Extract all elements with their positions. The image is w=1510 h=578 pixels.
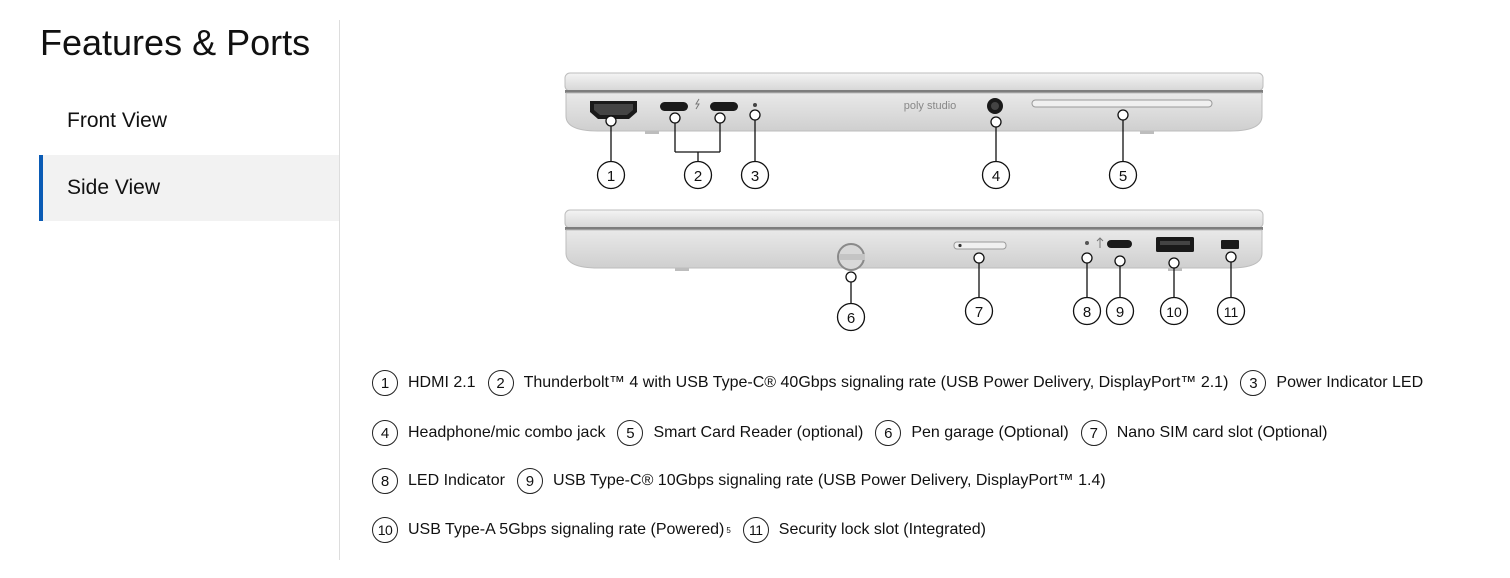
brand-text: poly studio [904, 100, 957, 112]
legend-label: Power Indicator LED [1276, 374, 1424, 391]
laptop-right-side: 6 7 8 9 10 11 [564, 209, 1264, 332]
legend-label: Nano SIM card slot (Optional) [1116, 424, 1328, 441]
legend-label: USB Type-A 5Gbps signaling rate (Powered… [408, 521, 725, 538]
legend-item: 4 Headphone/mic combo jack [372, 420, 605, 446]
legend-item: 7 Nano SIM card slot (Optional) [1080, 420, 1328, 446]
legend-label: HDMI 2.1 [408, 374, 476, 391]
sim-slot-icon [953, 241, 1007, 250]
usb-a-port-icon [1156, 237, 1194, 252]
legend-number: 9 [516, 468, 543, 494]
legend-row: 1 HDMI 2.1 2 Thunderbolt™ 4 with USB Typ… [372, 370, 1435, 396]
laptop-left-side: poly studio 1 2 3 [564, 72, 1264, 190]
legend-item: 3 Power Indicator LED [1240, 370, 1423, 396]
nav-item-side-view[interactable]: Side View [39, 155, 339, 221]
legend-item: 10 USB Type-A 5Gbps signaling rate (Powe… [372, 517, 731, 543]
ports-diagram: poly studio 1 2 3 [564, 72, 1264, 332]
legend-number: 2 [487, 370, 514, 396]
legend-number: 10 [372, 517, 398, 543]
legend-number: 6 [875, 420, 902, 446]
legend-number: 3 [1240, 370, 1267, 396]
legend-item: 11 Security lock slot (Integrated) [742, 517, 986, 543]
callout-number: 5 [1119, 168, 1127, 185]
callout-circles-bottom [836, 296, 1246, 332]
callout-circles-top [596, 160, 1138, 190]
legend-number: 4 [372, 420, 398, 446]
pen-garage-icon [837, 243, 865, 271]
legend-row: 10 USB Type-A 5Gbps signaling rate (Powe… [372, 517, 998, 543]
sidebar: Features & Ports Front View Side View [0, 0, 340, 578]
legend-label: Pen garage (Optional) [911, 424, 1069, 441]
callout-number: 11 [1224, 304, 1239, 320]
callout-number: 1 [607, 168, 615, 185]
footnote-marker: 5 [726, 525, 731, 535]
callout-number: 8 [1083, 304, 1091, 321]
page-title: Features & Ports [40, 22, 311, 63]
security-lock-slot-icon [1221, 240, 1239, 249]
legend-number: 8 [372, 468, 398, 494]
usb-symbol-icon [1096, 237, 1104, 248]
callout-number: 6 [847, 310, 855, 327]
legend-label: LED Indicator [408, 472, 505, 489]
legend-item: 6 Pen garage (Optional) [875, 420, 1069, 446]
legend-label: Security lock slot (Integrated) [778, 521, 986, 538]
legend-item: 5 Smart Card Reader (optional) [617, 420, 863, 446]
audio-jack-icon [987, 98, 1003, 114]
callout-number: 9 [1116, 304, 1124, 321]
legend-label: Headphone/mic combo jack [408, 424, 606, 441]
sidebar-divider [339, 20, 340, 560]
legend-number: 5 [617, 420, 644, 446]
callout-number: 3 [751, 168, 759, 185]
led-indicator-icon [1085, 241, 1089, 245]
callout-number: 4 [992, 168, 1000, 185]
legend-number: 11 [742, 517, 769, 543]
legend-item: 2 Thunderbolt™ 4 with USB Type-C® 40Gbps… [487, 370, 1229, 396]
legend-item: 1 HDMI 2.1 [372, 370, 476, 396]
hdmi-port-icon [590, 101, 637, 119]
power-led-icon [753, 103, 757, 107]
thunderbolt-port-icon [710, 102, 738, 111]
legend-number: 7 [1080, 420, 1107, 446]
legend-row: 8 LED Indicator 9 USB Type-C® 10Gbps sig… [372, 468, 1118, 494]
smart-card-slot-icon [1031, 99, 1213, 108]
legend-label: USB Type-C® 10Gbps signaling rate (USB P… [552, 472, 1106, 489]
thunderbolt-port-icon [660, 102, 688, 111]
thunderbolt-symbol-icon [695, 98, 700, 110]
legend-item: 8 LED Indicator [372, 468, 505, 494]
legend-row: 4 Headphone/mic combo jack 5 Smart Card … [372, 420, 1340, 446]
usb-c-port-icon [1107, 240, 1132, 248]
legend-item: 9 USB Type-C® 10Gbps signaling rate (USB… [516, 468, 1106, 494]
legend-label: Thunderbolt™ 4 with USB Type-C® 40Gbps s… [523, 374, 1229, 391]
legend-label: Smart Card Reader (optional) [653, 424, 864, 441]
nav-item-front-view[interactable]: Front View [67, 109, 167, 132]
legend-number: 1 [372, 370, 398, 396]
callout-number: 10 [1166, 304, 1182, 320]
callout-number: 7 [975, 304, 983, 321]
callout-number: 2 [694, 168, 702, 185]
